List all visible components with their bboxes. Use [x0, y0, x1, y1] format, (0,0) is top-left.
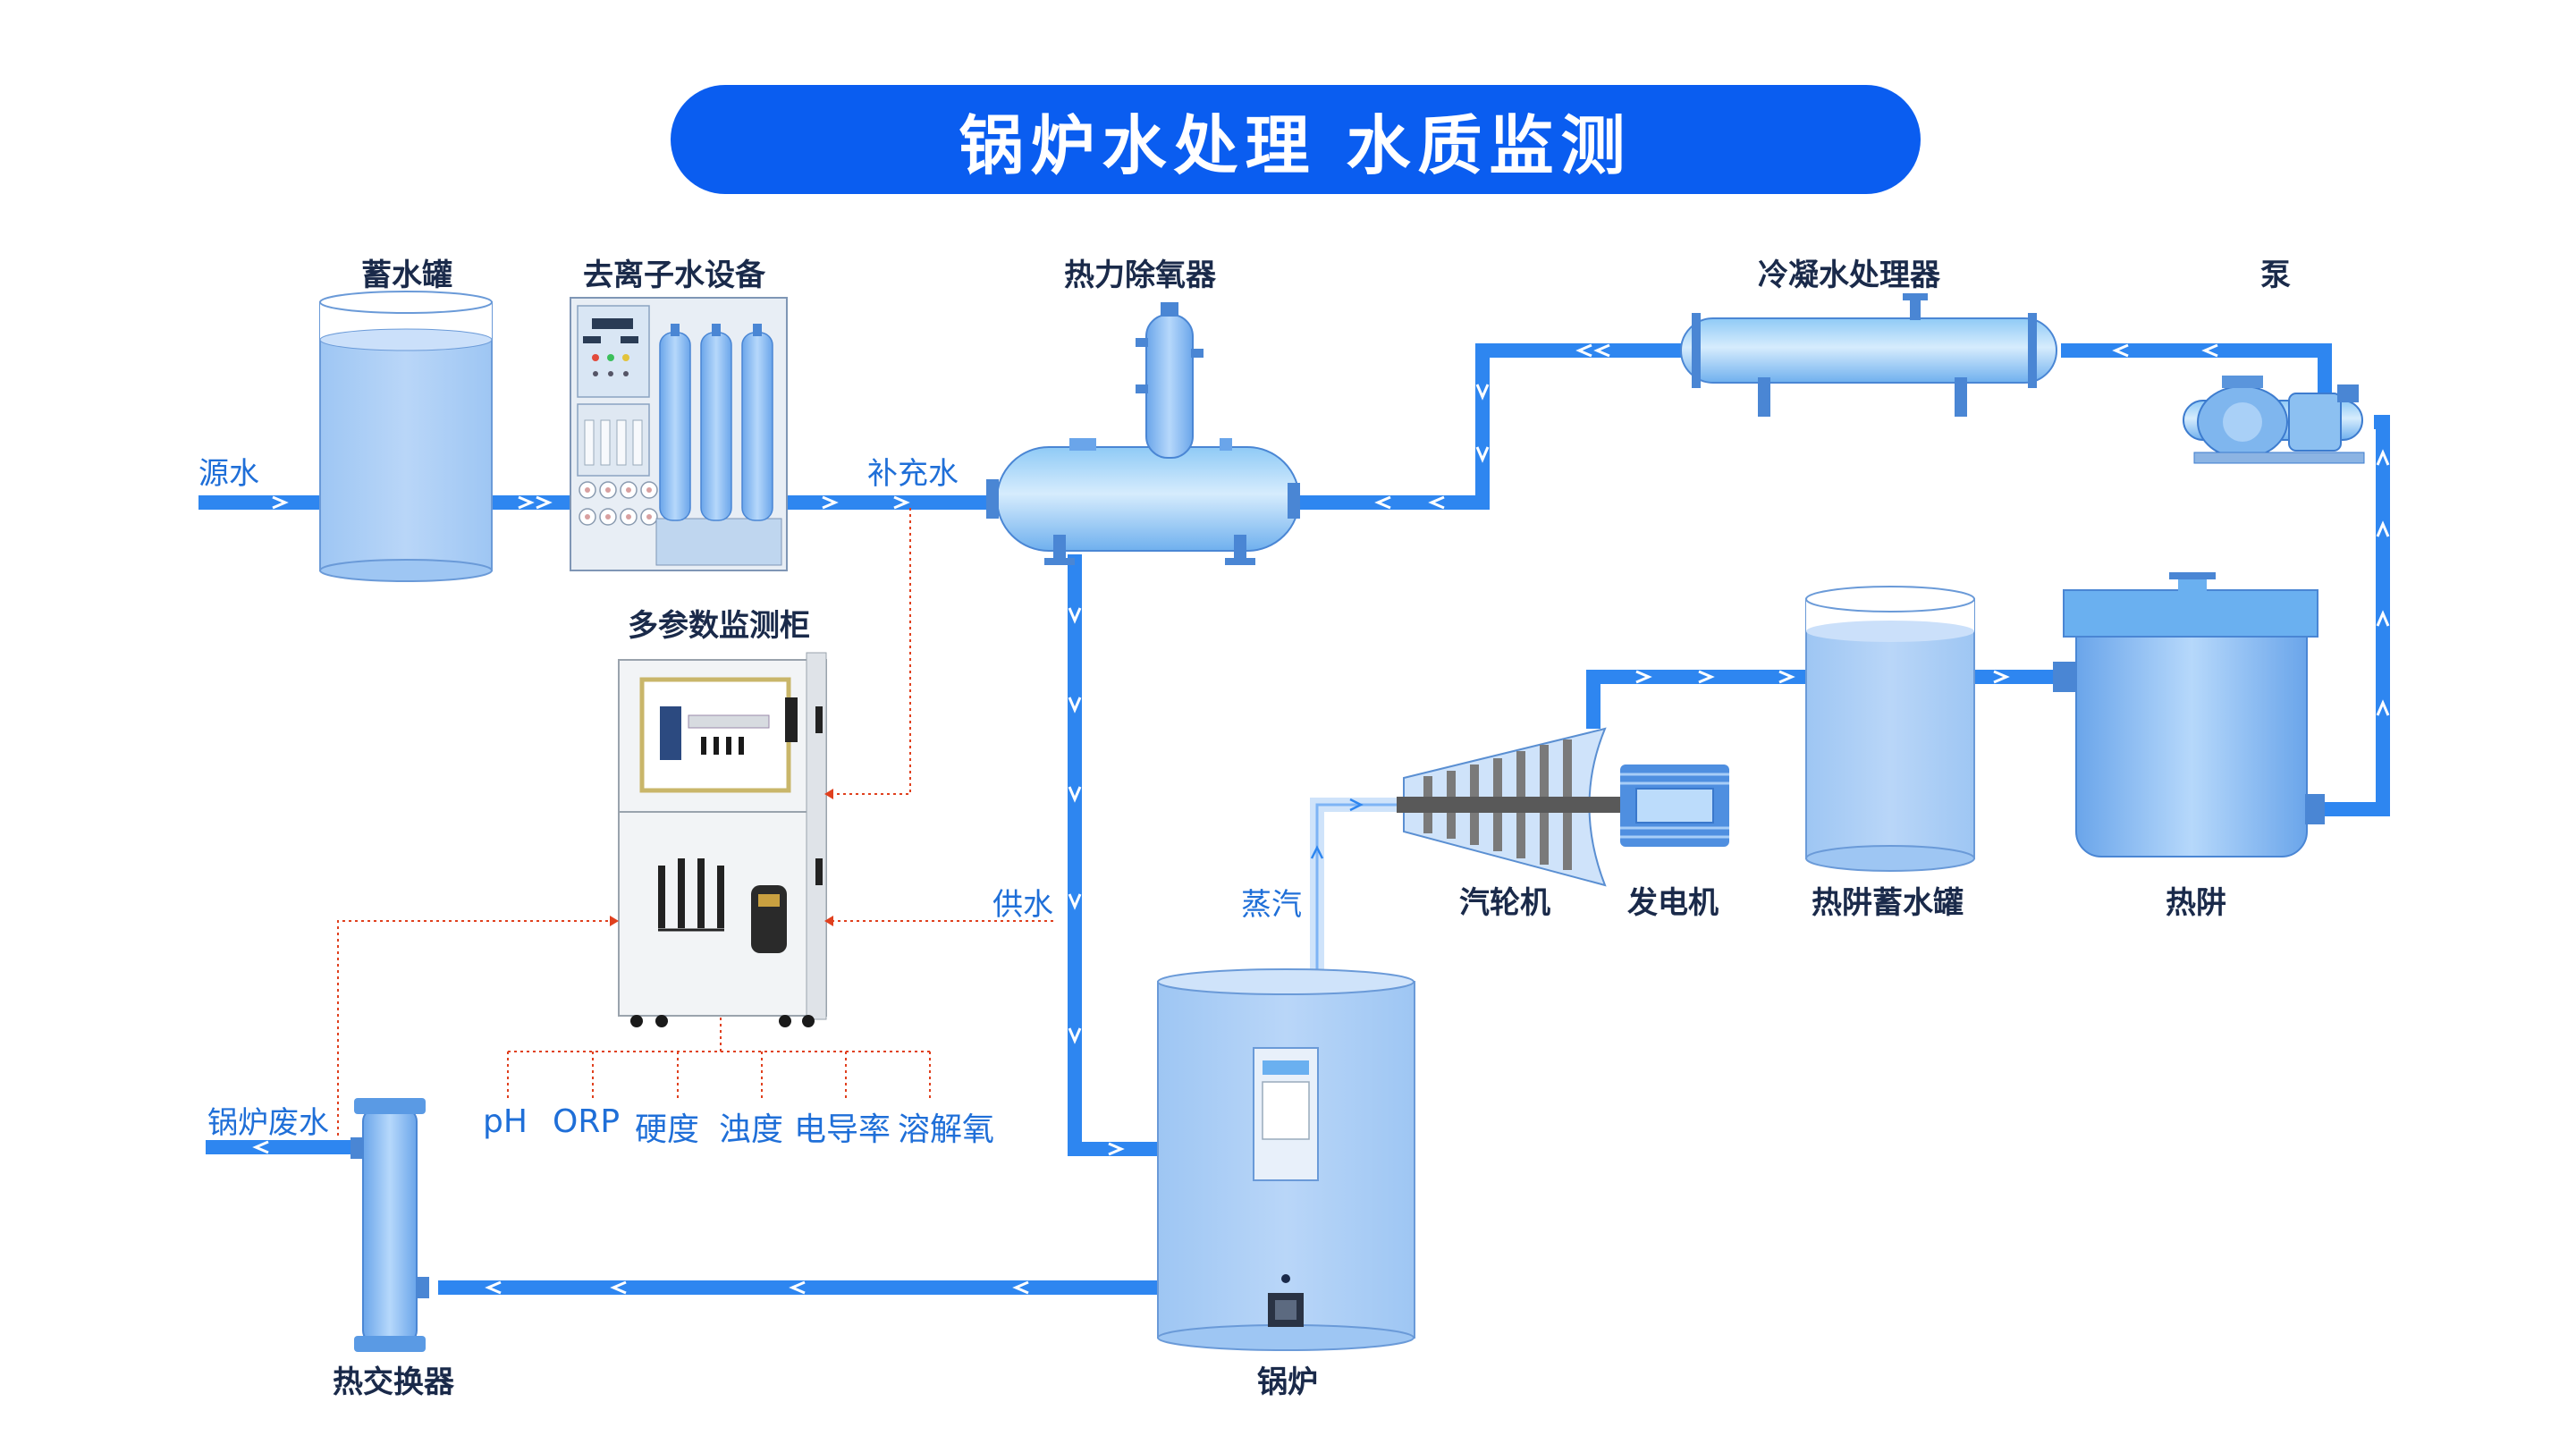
page-title: 锅炉水处理 水质监测 [959, 107, 1633, 183]
label-heat-exchanger: 热交换器 [333, 1364, 454, 1400]
label-steam: 蒸汽 [1241, 887, 1302, 923]
turbine-shape [1397, 727, 1629, 887]
deionizer-shape [570, 297, 788, 571]
hotwell-shape [2053, 572, 2325, 857]
condensate-treater-shape [1680, 293, 2057, 417]
pipe-steam [1310, 798, 1399, 982]
pipe-feed-water [1068, 554, 1158, 1156]
storage-tank-shape [319, 291, 493, 582]
monitor-cabinet-shape [618, 652, 827, 1027]
param-ph: pH [483, 1103, 528, 1140]
label-pump: 泵 [2260, 258, 2291, 293]
label-boiler: 锅炉 [1257, 1364, 1318, 1400]
heat-exchanger-shape [351, 1098, 429, 1352]
label-monitor-cabinet: 多参数监测柜 [628, 608, 810, 644]
deaerator-shape [986, 302, 1300, 565]
label-condensate-treater: 冷凝水处理器 [1758, 258, 1940, 293]
pipe-condensate-return [1296, 343, 1681, 510]
label-deaerator: 热力除氧器 [1064, 258, 1216, 293]
boiler-shape [1157, 968, 1415, 1351]
param-orp: ORP [553, 1103, 621, 1140]
label-storage-tank: 蓄水罐 [361, 258, 452, 293]
pipe-pump-to-condensate [2061, 343, 2332, 393]
hotwell-tank-shape [1805, 586, 1975, 872]
pipe-turbine-to-hotwell-tank [1586, 670, 1806, 729]
generator-shape [1620, 765, 1729, 847]
param-conductivity: 电导率 [794, 1111, 891, 1148]
title-banner: 锅炉水处理 水质监测 [671, 85, 1921, 194]
label-source-water: 源水 [198, 456, 259, 492]
pump-shape [2183, 376, 2365, 464]
param-hardness: 硬度 [635, 1111, 700, 1148]
label-deionized-water: 去离子水设备 [583, 258, 765, 293]
param-turbidity: 浊度 [719, 1111, 784, 1148]
label-makeup-water: 补充水 [867, 456, 959, 492]
label-generator: 发电机 [1627, 885, 1719, 921]
label-turbine: 汽轮机 [1459, 885, 1550, 921]
flow-arrows [252, 343, 2390, 1295]
pipe-pump-to-hotwell [2316, 415, 2390, 816]
label-boiler-waste-water: 锅炉废水 [207, 1105, 329, 1141]
label-hotwell: 热阱 [2166, 885, 2226, 921]
param-dissolved-oxygen: 溶解氧 [898, 1111, 995, 1148]
label-hotwell-tank: 热阱蓄水罐 [1812, 885, 1964, 921]
signal-lines [337, 508, 1053, 1136]
label-feed-water: 供水 [992, 887, 1053, 923]
